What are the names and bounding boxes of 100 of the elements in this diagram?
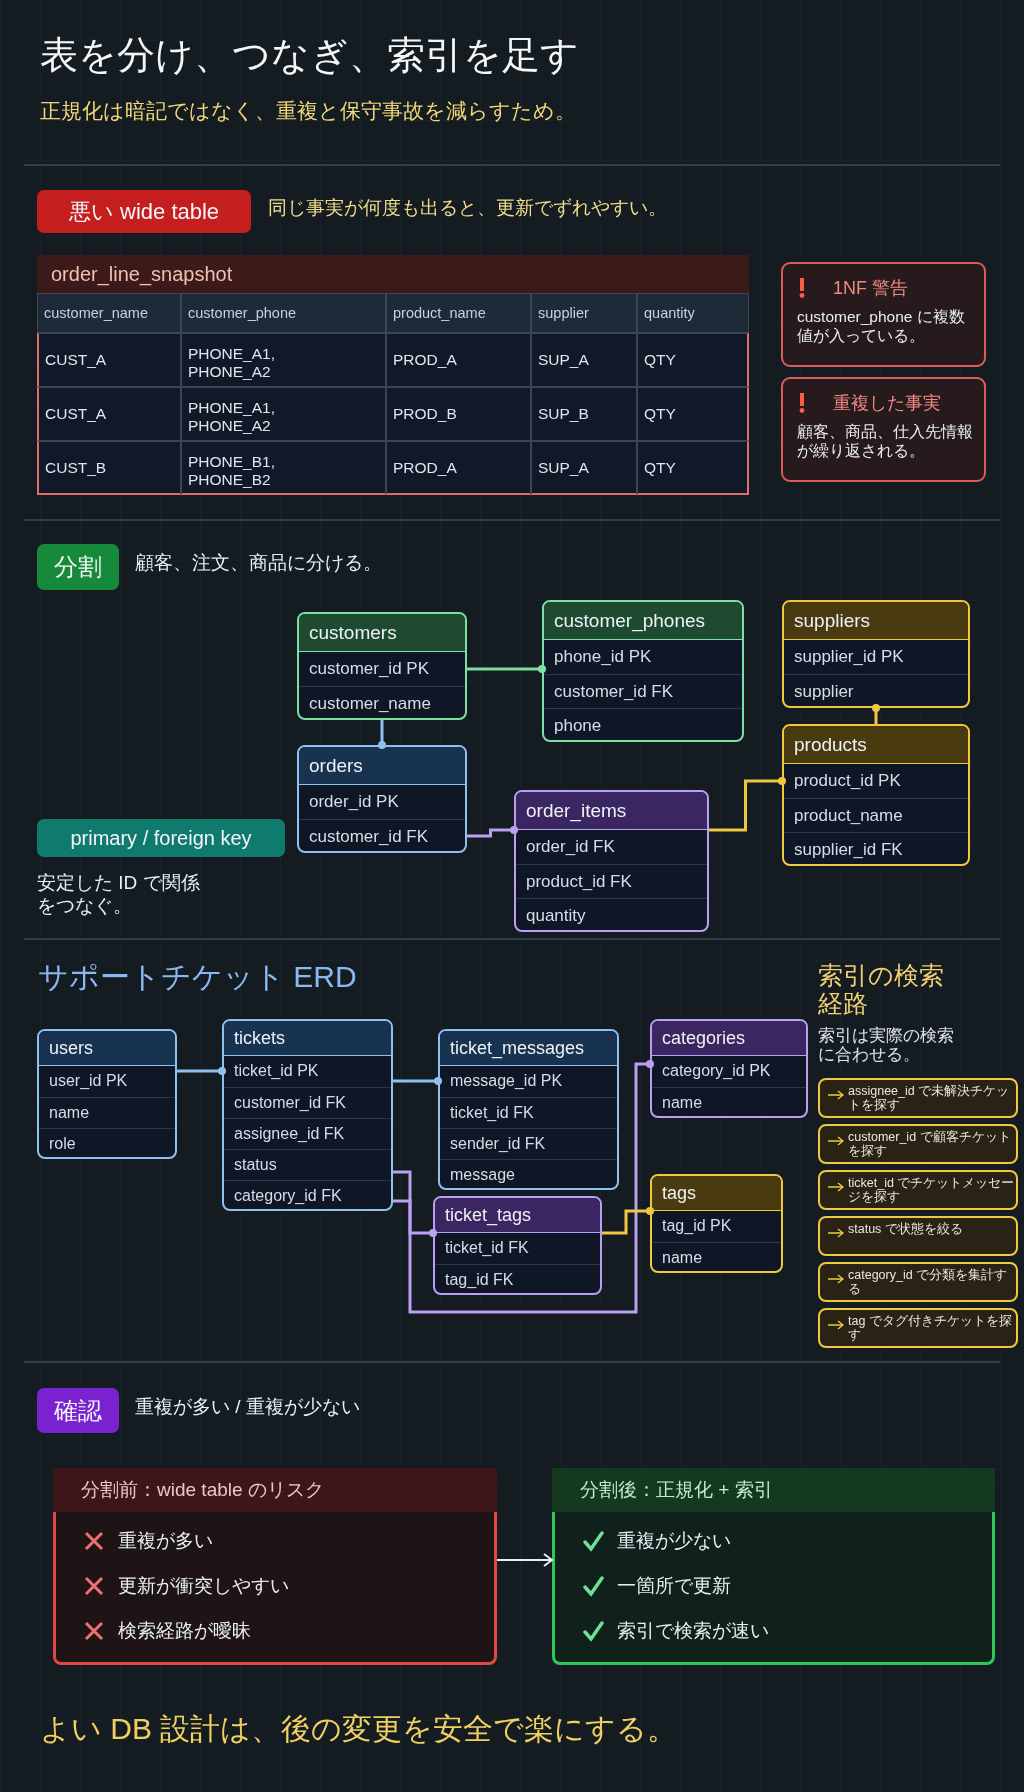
list-item-text: 重複が多い [118, 1529, 213, 1553]
table-cell: CUST_B [37, 441, 181, 495]
table-card [782, 600, 970, 708]
list-item-text: 一箇所で更新 [617, 1574, 731, 1598]
table-header: ticket_tags [435, 1198, 600, 1233]
panel-header: 分割後：正規化 + 索引 [552, 1468, 995, 1512]
column-field: ticket_id FK [435, 1233, 600, 1264]
index-path-text: category_id で分類を集計する [848, 1268, 1009, 1297]
relationship-line [872, 704, 880, 724]
column-field: customer_id FK [544, 674, 742, 708]
index-path-card [818, 1216, 1018, 1256]
index-path-card [818, 1124, 1018, 1164]
table-header: tags [652, 1176, 781, 1211]
table-card [542, 600, 744, 742]
relationship-line [393, 1170, 437, 1237]
table-header: users [39, 1031, 175, 1066]
table-cell: PROD_A [386, 333, 531, 387]
table-card [650, 1174, 783, 1273]
subtitle: 正規化は暗記ではなく、重複と保守事故を減らすため。 [40, 98, 576, 124]
column-field: sender_id FK [440, 1128, 617, 1159]
list-item-text: 重複が少ない [617, 1529, 731, 1553]
index-path-card [818, 1078, 1018, 1118]
table-header-cell: customer_phone [181, 293, 386, 333]
column-field: supplier_id FK [784, 832, 968, 864]
table-card [650, 1019, 808, 1118]
column-field: product_name [784, 798, 968, 832]
column-field: customer_id PK [299, 652, 465, 686]
column-field: customer_name [299, 686, 465, 718]
relationship-line [177, 1067, 226, 1075]
table-card [297, 745, 467, 853]
section-tag: 悪い wide table [37, 190, 251, 233]
table-cell: QTY [637, 441, 749, 495]
table-header: customers [299, 614, 465, 652]
table-header-cell: quantity [637, 293, 749, 333]
panel-header: 分割前：wide table のリスク [53, 1468, 497, 1512]
table-header: orders [299, 747, 465, 785]
list-item-text: 更新が衝突しやすい [118, 1574, 289, 1598]
section-tag: 分割 [37, 544, 119, 590]
table-cell: PHONE_A1, PHONE_A2 [181, 333, 386, 387]
table-cell: QTY [637, 387, 749, 441]
column-field: name [39, 1097, 175, 1128]
table-cell: SUP_A [531, 441, 637, 495]
page-title: 表を分け、つなぎ、索引を足す [40, 33, 579, 78]
table-title: order_line_snapshot [37, 255, 749, 293]
table-cell: QTY [637, 333, 749, 387]
column-field: user_id PK [39, 1066, 175, 1097]
table-header-cell: customer_name [37, 293, 181, 333]
table-cell: PHONE_B1, PHONE_B2 [181, 441, 386, 495]
comparison-panel [552, 1468, 995, 1665]
column-field: ticket_id PK [224, 1056, 391, 1087]
column-field: product_id PK [784, 764, 968, 798]
relationship-line [467, 665, 546, 673]
column-field: tag_id PK [652, 1211, 781, 1242]
warning-card [781, 262, 986, 367]
column-field: supplier [784, 674, 968, 706]
column-field: order_id PK [299, 785, 465, 819]
section-tag: primary / foreign key [37, 819, 285, 857]
warning-title: 1NF 警告 [833, 277, 908, 300]
index-path-text: customer_id で顧客チケットを探す [848, 1130, 1012, 1159]
relationship-line [709, 777, 786, 832]
table-cell: PHONE_A1, PHONE_A2 [181, 387, 386, 441]
description-text: 同じ事実が何度も出ると、更新でずれやすい。 [268, 196, 667, 220]
column-field: tag_id FK [435, 1264, 600, 1293]
table-header: products [784, 726, 968, 764]
relationship-line [378, 720, 386, 749]
table-header: categories [652, 1021, 806, 1056]
description-text: 顧客、注文、商品に分ける。 [135, 551, 382, 575]
table-card [782, 724, 970, 866]
data-table [37, 255, 749, 495]
column-field: status [224, 1149, 391, 1180]
table-card [514, 790, 709, 932]
comparison-panel [53, 1468, 497, 1665]
table-header: suppliers [784, 602, 968, 640]
column-field: message_id PK [440, 1066, 617, 1097]
column-field: quantity [516, 898, 707, 930]
closing-note: よい DB 設計は、後の変更を安全で楽にする。 [40, 1711, 678, 1747]
index-path-text: assignee_id で未解決チケットを探す [848, 1084, 1011, 1113]
table-header-cell: supplier [531, 293, 637, 333]
column-field: ticket_id FK [440, 1097, 617, 1128]
column-field: message [440, 1159, 617, 1188]
column-field: phone [544, 708, 742, 740]
column-field: phone_id PK [544, 640, 742, 674]
table-header: customer_phones [544, 602, 742, 640]
table-card [37, 1029, 177, 1159]
column-field: supplier_id PK [784, 640, 968, 674]
table-header: tickets [224, 1021, 391, 1056]
table-card [438, 1029, 619, 1190]
column-field: customer_id FK [224, 1087, 391, 1118]
note-text: 索引は実際の検索に合わせる。 [818, 1026, 955, 1064]
description-text: 重複が多い / 重複が少ない [135, 1395, 360, 1419]
note-text: 安定した ID で関係をつなぐ。 [37, 872, 201, 918]
warning-text: 顧客、商品、仕入先情報が繰り返される。 [797, 423, 974, 461]
column-field: assignee_id FK [224, 1118, 391, 1149]
table-card [297, 612, 467, 720]
relationship-line [393, 1060, 654, 1314]
column-field: name [652, 1242, 781, 1271]
warning-title: 重複した事実 [833, 392, 941, 415]
index-path-card [818, 1308, 1018, 1348]
table-cell: CUST_A [37, 387, 181, 441]
index-path-text: status で状態を絞る [848, 1222, 964, 1237]
